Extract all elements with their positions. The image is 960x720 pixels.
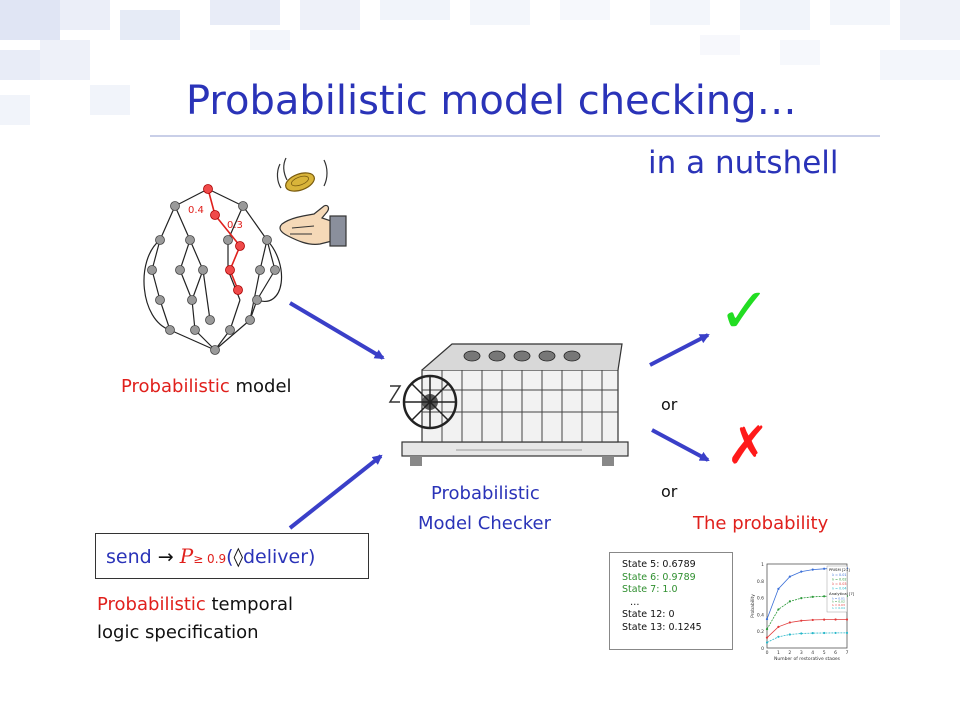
background-tile — [0, 95, 30, 125]
plot-x-tick: 0 — [766, 650, 769, 656]
plot-legend-item: λ = 0.04 — [832, 587, 847, 591]
arrow-checker-to-false — [651, 428, 710, 462]
background-tile — [900, 0, 960, 40]
background-tile — [560, 0, 610, 20]
result-row: … — [630, 596, 640, 608]
plot-legend-title: PRISM [21] — [829, 567, 850, 572]
plot-legend-item: λ = 0.01 — [832, 573, 847, 577]
plot-x-label: Number of restorative stages — [774, 656, 841, 660]
or-label-2: or — [661, 482, 678, 501]
probability-label: The probability — [693, 513, 829, 534]
edge-label-0-3: 0.3 — [227, 220, 243, 231]
result-row: State 5: 0.6789 — [622, 559, 696, 570]
header-background-tiles — [0, 0, 960, 125]
arrow-model-to-checker — [288, 301, 385, 360]
plot-y-tick: 0.2 — [757, 629, 764, 635]
background-tile — [40, 40, 90, 80]
plot-legend-item: λ = 0.03 — [832, 603, 845, 607]
background-tile — [0, 50, 40, 80]
model-checker-machine-image — [388, 343, 629, 466]
background-tile — [470, 0, 530, 25]
plot-legend-item: λ = 0.04 — [832, 606, 845, 610]
result-row: State 13: 0.1245 — [622, 621, 702, 633]
plot-legend-item: λ = 0.02 — [832, 600, 845, 604]
title-underline — [150, 135, 880, 137]
background-tile — [300, 0, 360, 30]
background-tile — [250, 30, 290, 50]
plot-legend-title: Analytical [7] — [829, 591, 855, 596]
spec-label-line2: logic specification — [97, 622, 259, 643]
plot-x-tick: 5 — [823, 650, 826, 656]
background-tile — [60, 0, 110, 30]
slide-title: Probabilistic model checking… — [186, 78, 797, 124]
arrow-checker-to-true — [649, 333, 710, 367]
coin-flip-hand-icon — [276, 157, 347, 247]
plot-y-tick: 0.6 — [757, 596, 764, 602]
plot-x-tick: 1 — [777, 650, 780, 656]
background-tile — [830, 0, 890, 25]
plot-point — [800, 632, 803, 635]
formula-deliver: deliver) — [242, 546, 316, 568]
checker-label-line1: Probabilistic — [431, 483, 540, 504]
spec-label-line1: Probabilistic temporal — [97, 594, 294, 615]
formula-paren: ( — [226, 546, 234, 568]
formula-bound: ≥ 0.9 — [193, 552, 227, 566]
background-tile — [0, 0, 60, 40]
or-label-1: or — [661, 395, 678, 414]
edge-label-0-4: 0.4 — [188, 205, 204, 216]
plot-y-tick: 1 — [761, 562, 764, 568]
arrow-spec-to-checker — [288, 454, 383, 530]
plot-x-tick: 6 — [834, 650, 837, 656]
background-tile — [780, 40, 820, 65]
plot-legend-box — [826, 565, 848, 613]
formula-arrow: → — [157, 546, 174, 568]
checker-label-line2: Model Checker — [418, 513, 551, 534]
plot-x-tick: 3 — [800, 650, 803, 656]
plot-y-tick: 0 — [761, 646, 764, 652]
plot-legend-item: λ = 0.02 — [832, 578, 847, 582]
background-tile — [700, 35, 740, 55]
plot-x-tick: 4 — [811, 650, 814, 656]
plot-legend-item: λ = 0.01 — [832, 597, 845, 601]
formula-eventually: ◊ — [233, 546, 243, 568]
satisfied-check-icon: ✓ — [722, 266, 766, 350]
plot-x-tick: 7 — [846, 650, 849, 656]
probabilistic-model-label: Probabilistic model — [121, 376, 292, 397]
violated-cross-icon: ✗ — [728, 405, 767, 479]
formula-p-operator: P — [179, 544, 194, 568]
background-tile — [210, 0, 280, 25]
plot-y-tick: 0.8 — [757, 579, 764, 585]
result-row: State 6: 0.9789 — [622, 571, 696, 583]
result-row: State 7: 1.0 — [622, 584, 678, 596]
background-tile — [90, 85, 130, 115]
plot-y-label: Probability — [750, 594, 756, 618]
plot-legend-item: λ = 0.03 — [832, 582, 847, 586]
background-tile — [740, 0, 810, 30]
background-tile — [880, 50, 960, 80]
slide-subtitle: in a nutshell — [648, 145, 839, 181]
plot-x-tick: 2 — [788, 650, 791, 656]
spec-formula-box: send → P≥ 0.9(◊deliver) — [95, 533, 369, 579]
background-tile — [120, 10, 180, 40]
result-row: State 12: 0 — [622, 609, 675, 621]
plot-point — [811, 632, 814, 635]
plot-y-tick: 0.4 — [757, 612, 764, 618]
background-tile — [650, 0, 710, 25]
probabilistic-model-graph: 0.4 0.3 — [143, 184, 283, 355]
plot-point — [823, 595, 826, 598]
plot-series-line — [766, 619, 847, 638]
formula-send: send — [106, 546, 152, 568]
background-tile — [380, 0, 450, 20]
